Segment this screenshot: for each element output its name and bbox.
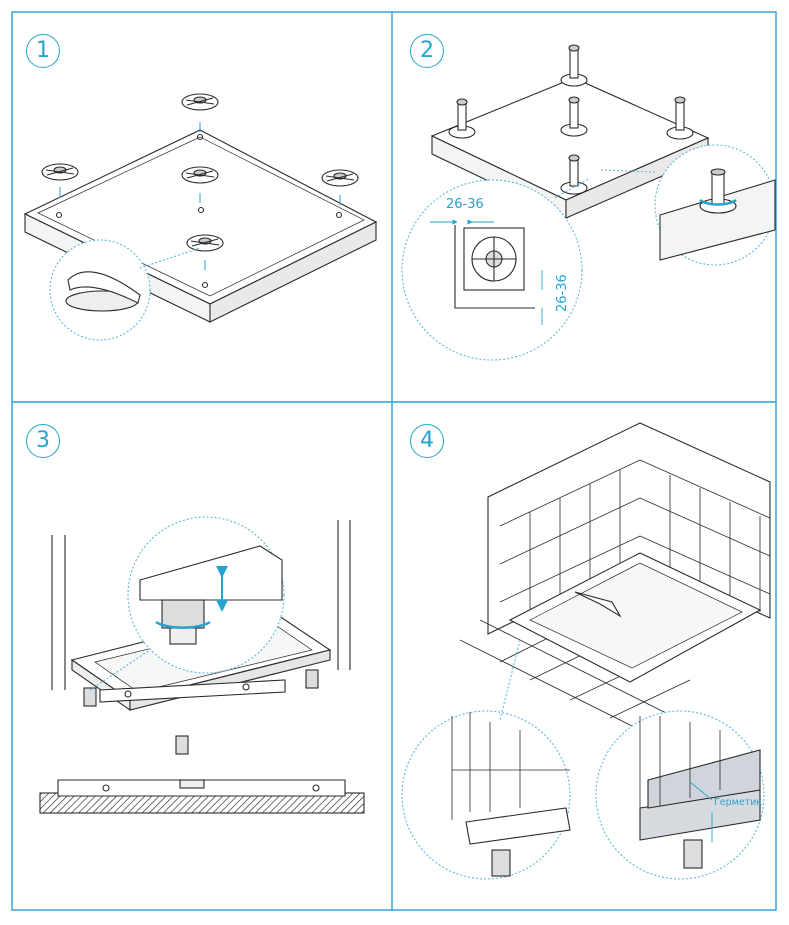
support-foot xyxy=(181,93,219,111)
panel-2-illustration xyxy=(401,44,776,361)
panel-grid xyxy=(11,11,777,911)
step-number-1: 1 xyxy=(26,34,60,68)
panel-3-illustration xyxy=(39,516,365,814)
detail-callout xyxy=(401,710,571,880)
support-foot xyxy=(181,166,219,184)
support-foot xyxy=(41,163,79,181)
dimension-label-horizontal: 26-36 xyxy=(446,197,484,212)
support-foot xyxy=(321,169,359,187)
panel-1-illustration xyxy=(23,93,378,341)
step-number-4: 4 xyxy=(410,424,444,458)
adjustable-foot xyxy=(666,96,694,140)
adjustable-foot xyxy=(448,98,476,139)
panel-4-illustration xyxy=(401,422,771,880)
dimension-label-vertical: 26-36 xyxy=(555,274,570,312)
step-number-3: 3 xyxy=(26,424,60,458)
adjustable-foot xyxy=(560,96,588,137)
down-arrow-icon xyxy=(59,122,341,270)
step-number-2: 2 xyxy=(410,34,444,68)
adjustable-foot xyxy=(560,44,588,87)
sealant-label: Герметик xyxy=(714,797,762,808)
adjustable-foot xyxy=(560,154,588,195)
support-foot xyxy=(186,234,224,252)
detail-callout xyxy=(49,239,151,341)
